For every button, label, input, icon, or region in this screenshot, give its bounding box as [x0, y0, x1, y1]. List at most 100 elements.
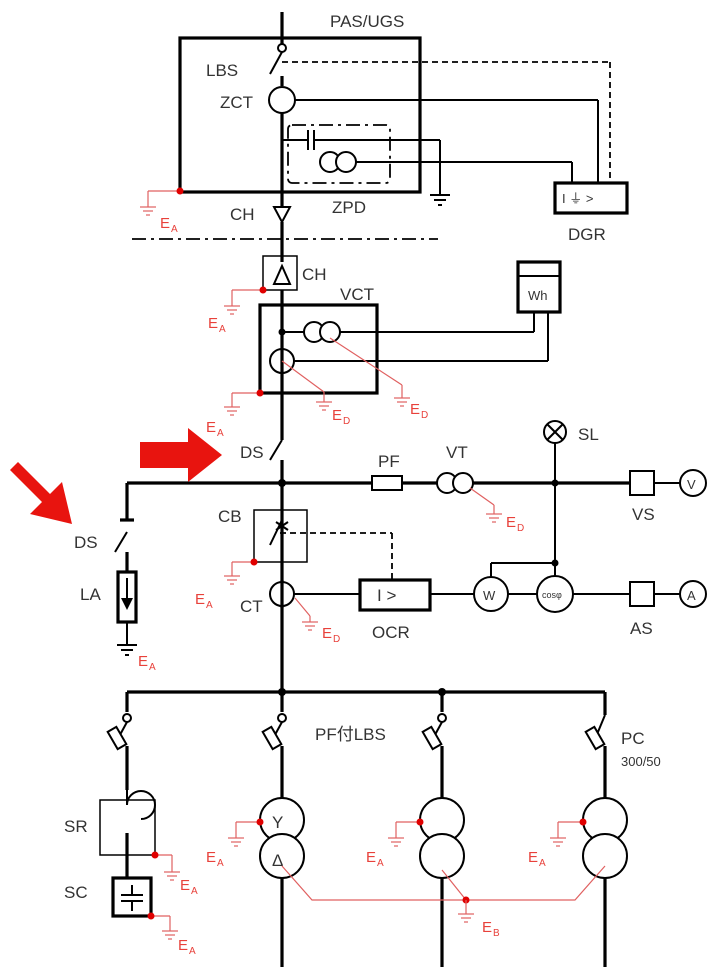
wh-label: Wh — [528, 288, 548, 303]
transformer-3: E A — [528, 797, 628, 967]
lbs-switch-blade — [269, 51, 283, 75]
w-meter-label: W — [483, 588, 496, 603]
transformer-1: Y Δ E A — [206, 797, 305, 967]
ds-main-switch — [269, 439, 283, 461]
sl-label: SL — [578, 425, 599, 444]
ds-left-switch — [114, 531, 128, 553]
transformer-secondary-coil — [582, 833, 628, 879]
svg-text:A: A — [539, 858, 546, 869]
ground-label-ed: E — [332, 407, 342, 424]
vt-label: VT — [446, 443, 468, 462]
feeder-fuse-1 — [261, 725, 283, 751]
svg-text:A: A — [171, 224, 178, 235]
ground-label-ea: E — [160, 215, 170, 232]
vs-label: VS — [632, 505, 655, 524]
ground-label-ed: E — [410, 401, 420, 418]
wye-symbol: Y — [272, 813, 283, 832]
transformer-secondary-coil — [419, 833, 465, 879]
ocr-symbol: I > — [377, 586, 396, 605]
vct-vt-coil-2 — [319, 321, 341, 343]
pas-ugs-label: PAS/UGS — [330, 12, 404, 31]
cb-box — [253, 509, 308, 563]
svg-text:A: A — [206, 600, 213, 611]
lbs-label: LBS — [206, 61, 238, 80]
vct-label: VCT — [340, 285, 374, 304]
pf-fuse — [371, 475, 403, 491]
a-meter-label: A — [687, 588, 696, 603]
zpd-label: ZPD — [332, 198, 366, 217]
vct-box — [258, 303, 379, 395]
svg-text:D: D — [343, 416, 350, 427]
feeder-fuse-2 — [421, 725, 443, 751]
voltmeter-icon — [679, 469, 707, 497]
ds-main-label: DS — [240, 443, 264, 462]
zct-symbol — [268, 86, 296, 114]
eb-ground: E B — [281, 865, 606, 939]
svg-text:D: D — [517, 523, 524, 534]
cable-head-upper — [272, 206, 292, 225]
svg-text:D: D — [333, 634, 340, 645]
ds-bus-section: DS PF VT E D SL VS V — [120, 420, 707, 692]
ds-left-label: DS — [74, 533, 98, 552]
static-capacitor — [111, 876, 153, 918]
lbs-terminal — [277, 43, 287, 53]
pc-label: PC — [621, 729, 645, 748]
ground-label-ea: E — [138, 653, 148, 670]
ct-label: CT — [240, 597, 263, 616]
ground-label-ea: E — [366, 849, 376, 866]
ground-label-ed: E — [506, 514, 516, 531]
transformer-2: E A — [366, 797, 465, 967]
v-meter-label: V — [687, 477, 696, 492]
delta-symbol: Δ — [272, 851, 283, 870]
svg-text:A: A — [149, 662, 156, 673]
pc-rating-label: 300/50 — [621, 754, 661, 769]
as-label: AS — [630, 619, 653, 638]
arrow-right-icon — [140, 428, 222, 482]
la-label: LA — [80, 585, 101, 604]
la-section: DS LA E A — [74, 531, 156, 673]
vct-section: VCT Wh E D E D E — [206, 260, 562, 440]
ch-box — [262, 255, 298, 291]
svg-text:A: A — [217, 428, 224, 439]
pas-ugs-box — [178, 36, 422, 194]
ground-label-ea: E — [206, 419, 216, 436]
distribution-bus: PF付LBS PC 300/50 — [122, 688, 661, 769]
feeder-fuse-sr — [106, 725, 128, 751]
svg-text:D: D — [421, 410, 428, 421]
ground-label-ea: E — [528, 849, 538, 866]
zct-label: ZCT — [220, 93, 253, 112]
ground-label-ea: E — [208, 315, 218, 332]
pf-lbs-label: PF付LBS — [315, 725, 386, 744]
ground-label-ea: E — [178, 937, 188, 954]
zpd-box — [287, 124, 391, 184]
ground-label-ed: E — [322, 625, 332, 642]
ammeter-switch — [629, 581, 655, 607]
pf-label: PF — [378, 452, 400, 471]
dgr-label: DGR — [568, 225, 606, 244]
sr-sc-section: SR E A SC E A — [64, 790, 198, 957]
svg-text:A: A — [217, 858, 224, 869]
svg-text:A: A — [191, 886, 198, 897]
svg-text:A: A — [189, 946, 196, 957]
vt-coil-2 — [452, 472, 474, 494]
ground-label-ea: E — [180, 877, 190, 894]
ch-upper-label: CH — [230, 205, 255, 224]
cable-head-section: CH CH E A — [132, 192, 438, 335]
sr-label: SR — [64, 817, 88, 836]
ground-label-ea: E — [195, 591, 205, 608]
ground-label-ea: E — [206, 849, 216, 866]
svg-text:A: A — [219, 324, 226, 335]
pf-meter-label: cosφ — [542, 590, 562, 600]
zpd-vt-coil-2 — [335, 151, 357, 173]
svg-text:B: B — [493, 928, 500, 939]
voltmeter-switch — [629, 470, 655, 496]
ammeter-icon — [679, 580, 707, 608]
watt-hour-meter — [516, 260, 562, 314]
svg-text:A: A — [377, 858, 384, 869]
sc-label: SC — [64, 883, 88, 902]
dgr-symbol: I ⏚ > — [562, 191, 593, 206]
feeder-switches — [106, 714, 607, 800]
ocr-label: OCR — [372, 623, 410, 642]
ch-lower-label: CH — [302, 265, 327, 284]
